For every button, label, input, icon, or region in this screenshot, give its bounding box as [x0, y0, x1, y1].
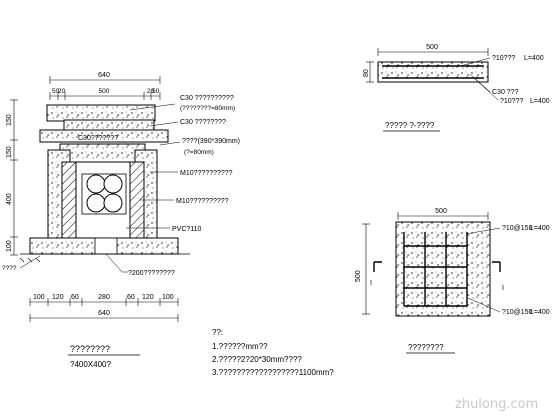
- label-frame-sub: (?=80mm): [184, 149, 214, 156]
- left-dimensions: 150 150 400 100: [6, 99, 18, 256]
- pvc-pipes: [81, 173, 127, 215]
- section-mark-right-text: I: [502, 285, 504, 292]
- notes-heading: ??:: [212, 328, 223, 337]
- frame-ring: [59, 143, 146, 163]
- label-slab: C30 ????????: [180, 119, 226, 126]
- bottom-part-7: 100: [162, 294, 174, 301]
- cover-plate: [46, 104, 156, 122]
- plan-bar2: ?10@150: [502, 309, 533, 316]
- top-part-5: 50: [152, 88, 160, 95]
- label-plaster: M10??????????: [176, 198, 229, 205]
- top-width-label: 640: [98, 72, 110, 79]
- pit-subtitle: ?400X400?: [70, 360, 111, 369]
- section-mark-left-text: I: [370, 280, 372, 287]
- top-part-3: 500: [99, 88, 110, 95]
- height-part-4: 100: [6, 240, 13, 252]
- plan-height: 500: [355, 270, 362, 282]
- note-line-1: 1.??????mm??: [212, 342, 268, 351]
- plan-view: 500 500 I I ?10@150 L=400 ?10@150 L=400 …: [355, 208, 550, 354]
- plan-bar1: ?10@150: [502, 225, 533, 232]
- bottom-part-5: 60: [127, 294, 135, 301]
- label-wall: M10??????????: [180, 170, 233, 177]
- pit-section: 640 50 20 500 20 50 150 150 40: [2, 72, 240, 369]
- section22-label-top: ?10???: [492, 55, 515, 62]
- top-dimension-total: 640: [49, 72, 161, 84]
- top-dimension-parts: 50 20 500 20 50: [49, 88, 161, 100]
- plan-bar2-len: L=400: [530, 309, 550, 316]
- section22-width: 500: [426, 44, 438, 51]
- left-wall-brick: [61, 161, 77, 241]
- note-line-3: 3.??????????????????1100mm?: [212, 368, 334, 377]
- bottom-part-3: 60: [71, 294, 79, 301]
- section-labels: C30 ?????????? (????????=80mm) C30 ?????…: [78, 95, 240, 277]
- plan-width: 500: [435, 208, 447, 215]
- plan-slab: [395, 221, 491, 317]
- height-part-2: 150: [6, 146, 13, 158]
- height-part-3: 400: [6, 193, 13, 205]
- drain-opening: [94, 237, 118, 255]
- height-part-1: 150: [6, 114, 13, 126]
- section-mark-right: [492, 261, 501, 272]
- label-drain-hole: ?200????????: [128, 270, 175, 277]
- plan-bar1-len: L=400: [530, 225, 550, 232]
- bottom-part-1: 100: [33, 294, 45, 301]
- section22-label-bot: ?10???: [500, 98, 523, 105]
- top-part-4: 20: [147, 88, 155, 95]
- pit-title: ????????: [70, 344, 110, 354]
- section22-label-c30: C30 ???: [492, 89, 519, 96]
- top-part-2: 20: [58, 88, 66, 95]
- top-part-1: 50: [52, 88, 60, 95]
- section-2-2: 500 80 ?10??? L=400 C30 ??? ?10??? L=400…: [363, 44, 550, 132]
- section-mark-left: [373, 261, 382, 272]
- watermark: zhulong.com: [455, 397, 538, 412]
- frame-slab: [39, 129, 169, 143]
- left-note: ????: [2, 265, 17, 272]
- plan-rebar-grid: [403, 232, 468, 307]
- section22-height: 80: [363, 69, 370, 77]
- label-inner-cover: C30???????: [78, 135, 118, 142]
- label-pvc: PVC?110: [172, 226, 202, 233]
- plan-title: ????????: [408, 343, 444, 352]
- section22-label-bot-len: L=400: [530, 98, 550, 105]
- bottom-width-label: 640: [98, 310, 110, 317]
- bottom-part-2: 120: [52, 294, 64, 301]
- bottom-dimension-total: 640: [29, 310, 179, 322]
- ground-hatch: [19, 257, 41, 263]
- section22-slab: [377, 61, 489, 83]
- bottom-part-6: 120: [142, 294, 154, 301]
- label-cover-plate: C30 ??????????: [180, 95, 234, 102]
- notes: ??: 1.??????mm?? 2.?????2?20*30mm???? 3.…: [212, 328, 334, 377]
- section22-label-top-len: L=400: [524, 55, 544, 62]
- right-wall-brick: [129, 161, 145, 241]
- section22-title: ????? ?-????: [385, 121, 435, 130]
- label-frame-size: ????(390*390mm): [182, 138, 240, 145]
- label-cover-plate-sub: (????????=80mm): [180, 105, 235, 112]
- bottom-dimension-parts: 100 120 60 280 60 120 100: [29, 294, 179, 306]
- bottom-part-4: 280: [98, 294, 110, 301]
- note-line-2: 2.?????2?20*30mm????: [212, 355, 302, 364]
